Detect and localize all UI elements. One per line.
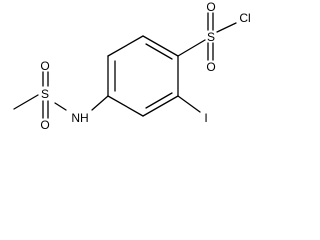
- atom-iodine: I: [204, 111, 207, 125]
- atom-o-left-top: O: [40, 59, 49, 73]
- bond-s2-methyl: [13, 94, 39, 110]
- bond-ring-n: [91, 95, 109, 111]
- atom-o-top: O: [206, 0, 215, 14]
- ring-double-bond-1: [145, 43, 173, 60]
- ring-double-bond-2: [145, 92, 173, 109]
- ring-bond-1: [142, 35, 179, 57]
- atom-o-left-bottom: O: [40, 118, 49, 132]
- bond-ring-s: [177, 39, 206, 57]
- ring-bond-4: [107, 95, 144, 117]
- bond-n-s: [54, 102, 67, 111]
- bond-ring-i: [177, 95, 201, 113]
- atom-chlorine: Cl: [239, 11, 250, 25]
- atom-o-bottom: O: [206, 60, 215, 74]
- atom-s-sulfonyl: S: [207, 30, 215, 44]
- ring-bond-3: [142, 95, 179, 117]
- atom-s-sulfonamide: S: [41, 87, 49, 101]
- atom-nitrogen: NH: [71, 111, 88, 125]
- bond-s-cl: [216, 22, 237, 33]
- ring-bond-6: [107, 35, 144, 57]
- structure-diagram: S O O Cl I NH S O O: [0, 0, 256, 145]
- molecule-svg: S O O Cl I NH S O O: [13, 0, 251, 132]
